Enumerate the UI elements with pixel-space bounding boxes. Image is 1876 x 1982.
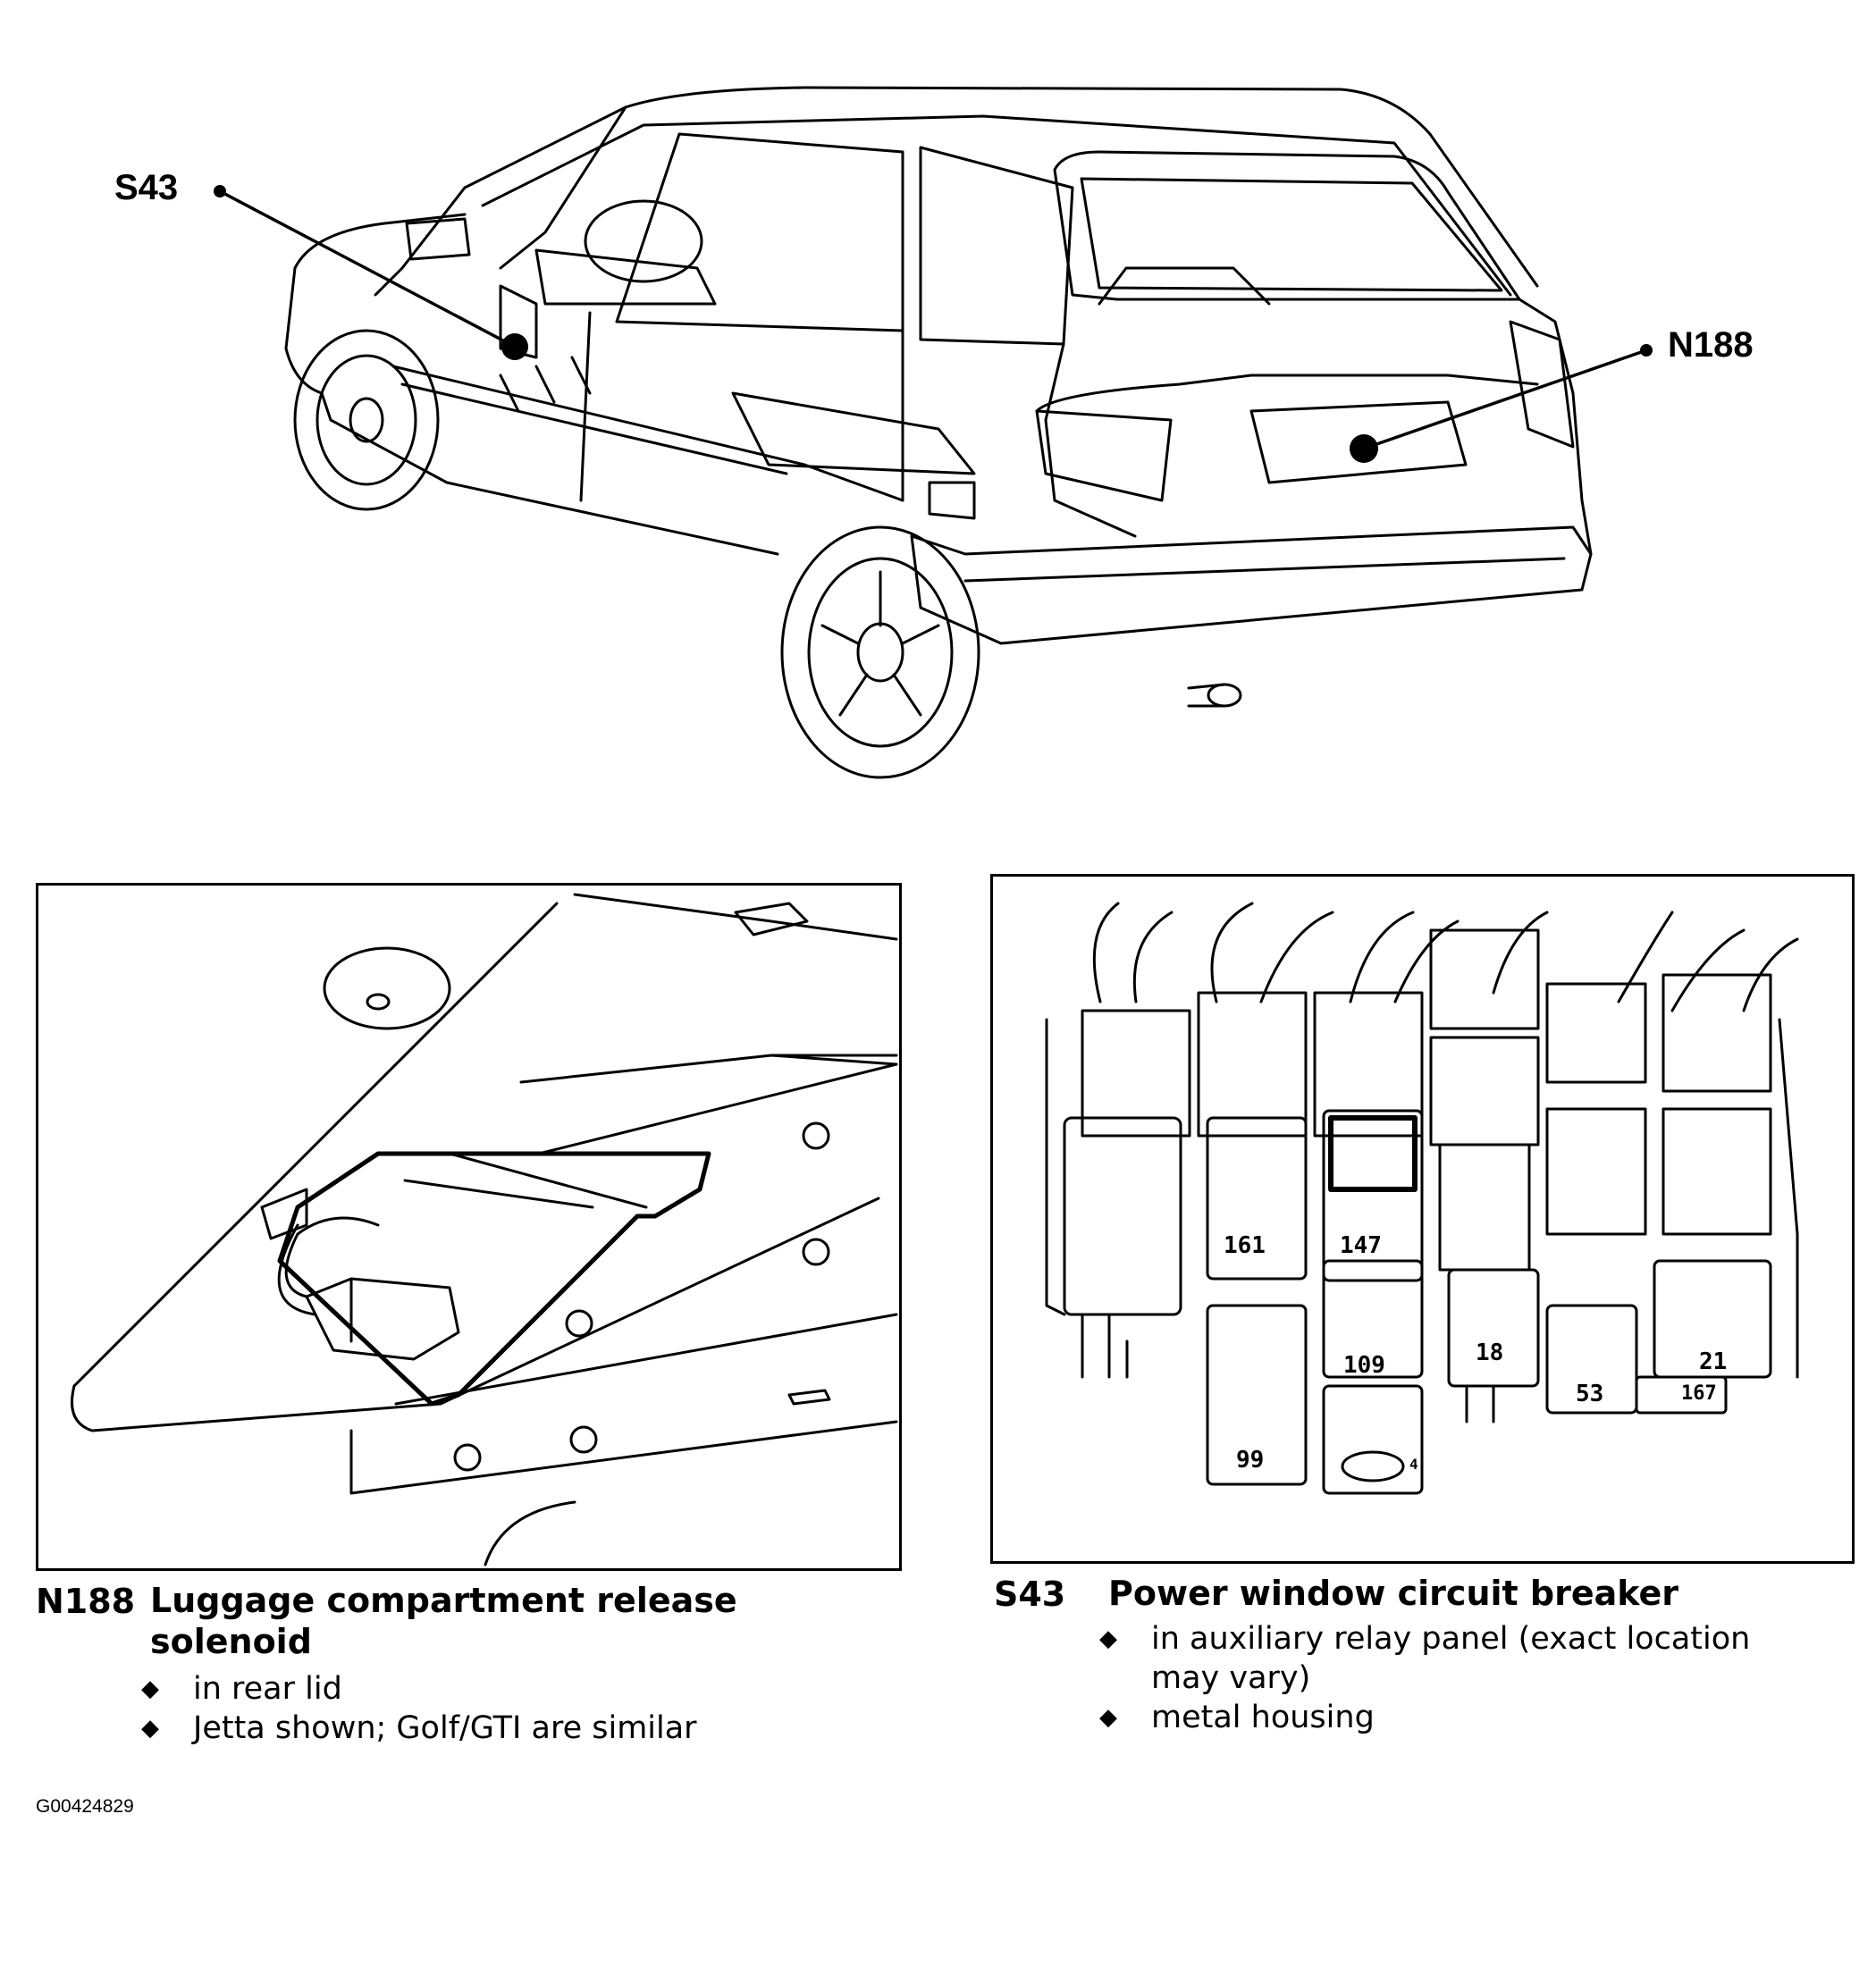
- diamond-bullet-icon: ◆: [141, 1715, 159, 1742]
- relay-label-4: 4: [1409, 1456, 1418, 1473]
- s43-bullet-list: ◆in auxiliary relay panel (exact locatio…: [1094, 1619, 1863, 1737]
- relay-label-147: 147: [1340, 1232, 1382, 1259]
- list-item: may vary): [1151, 1660, 1311, 1696]
- n188-leader-line: [1350, 344, 1653, 463]
- s43-leader-line: [214, 185, 528, 360]
- component-title: Power window circuit breaker: [1108, 1574, 1679, 1613]
- n188-callout-label: N188: [1668, 325, 1754, 365]
- relay-label-167: 167: [1681, 1382, 1717, 1405]
- n188-bullet-list: ◆in rear lid ◆Jetta shown; Golf/GTI are …: [136, 1669, 922, 1748]
- relay-label-21: 21: [1699, 1348, 1728, 1375]
- list-item: ◆in rear lid: [141, 1671, 342, 1707]
- figure-id: G00424829: [36, 1796, 134, 1817]
- s43-detail-panel: 161 147 109 99 18 53 21 167 4: [990, 874, 1855, 1564]
- relay-label-53: 53: [1576, 1381, 1604, 1407]
- component-title-line2: solenoid: [150, 1622, 312, 1661]
- n188-detail-panel: [36, 883, 902, 1571]
- list-item: ◆metal housing: [1099, 1700, 1375, 1735]
- relay-label-109: 109: [1343, 1352, 1385, 1379]
- component-code: S43: [994, 1575, 1066, 1614]
- list-item: ◆in auxiliary relay panel (exact locatio…: [1099, 1621, 1751, 1657]
- list-item: ◆Jetta shown; Golf/GTI are similar: [141, 1710, 697, 1746]
- diamond-bullet-icon: ◆: [1099, 1625, 1117, 1652]
- diamond-bullet-icon: ◆: [1099, 1704, 1117, 1731]
- rear-lid-solenoid-drawing: [71, 893, 898, 1566]
- component-title-line1: Luggage compartment release: [150, 1581, 737, 1620]
- relay-label-99: 99: [1236, 1447, 1265, 1474]
- relay-panel-drawing: [1045, 902, 1799, 1495]
- relay-label-161: 161: [1224, 1232, 1266, 1259]
- vehicle-overview: S43 N188: [0, 0, 1876, 804]
- diamond-bullet-icon: ◆: [141, 1675, 159, 1702]
- s43-callout-label: S43: [114, 168, 179, 207]
- relay-label-18: 18: [1476, 1340, 1504, 1366]
- component-code: N188: [36, 1582, 136, 1621]
- vehicle-drawing: [284, 86, 1593, 779]
